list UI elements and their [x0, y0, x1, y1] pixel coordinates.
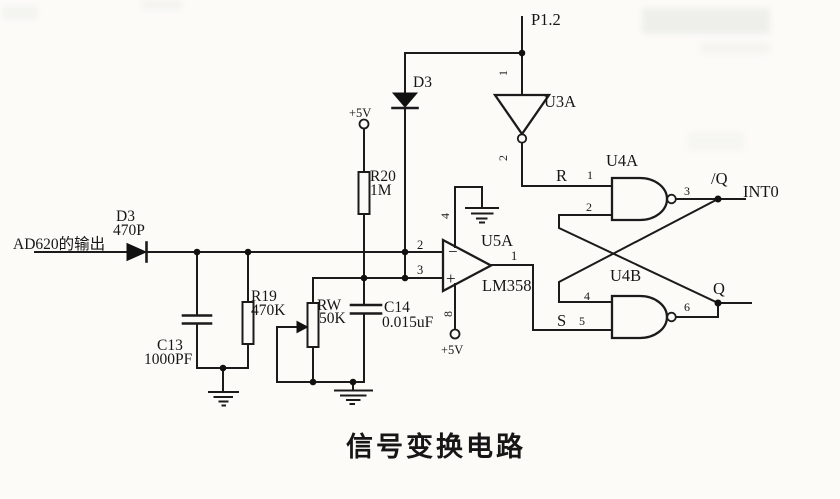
ground-right: [276, 381, 373, 405]
diagram-title: 信号变换电路: [346, 431, 526, 462]
u3a-ref: U3A: [544, 92, 576, 111]
u4b-pin6-number: 6: [684, 300, 690, 314]
u4b-pin4-number: 4: [584, 289, 590, 303]
c13-value: 1000PF: [144, 351, 193, 368]
u5a-ref: U5A: [481, 231, 513, 250]
junction-dot: [244, 248, 252, 256]
nand-bubble-icon: [666, 311, 677, 323]
u4a-pin1-number: 1: [587, 168, 593, 182]
qbar-label: /Q: [711, 169, 728, 188]
rw-wiper-arrow-icon: [296, 320, 309, 334]
opamp-u5a: − + 2 3 U5A LM358 4 8 +5V 1: [417, 186, 534, 357]
junction-dot: [193, 248, 201, 256]
nand-gate-body: [610, 176, 669, 222]
u5a-pin4-lead: [454, 186, 483, 248]
junction-dot: [401, 248, 409, 256]
junction-dot: [714, 195, 722, 203]
u4a-pin3-number: 3: [684, 184, 690, 198]
ground-opamp: [465, 186, 499, 224]
c13-ref: C13: [157, 337, 183, 354]
rw-value: 50K: [319, 310, 347, 327]
r20-body: [357, 171, 371, 215]
u4b-pin5-number: 5: [579, 314, 585, 328]
opamp-plus-sign: +: [446, 269, 456, 288]
u5a-part-number: LM358: [482, 276, 532, 295]
junction-dot: [219, 364, 227, 372]
vcc-terminal-icon: [358, 118, 370, 130]
nand-u4b: U4B 4 S 5 6 Q: [532, 197, 752, 340]
d3-series-ref: D3: [116, 208, 135, 225]
u4a-pin2-number: 2: [586, 200, 592, 214]
u5a-pin8-number: 8: [441, 311, 455, 317]
resistor-r20: +5V R20 1M: [349, 106, 396, 306]
cross-couple-q-to-pin2: [558, 214, 720, 305]
junction-dots: [193, 49, 722, 386]
junction-dot: [401, 274, 409, 282]
diode-d3-series: D3 470P: [113, 208, 148, 263]
diode-anode-triangle: [391, 92, 419, 108]
d3-series-value: 470P: [113, 222, 145, 239]
capacitor-c13: C13 1000PF: [144, 251, 213, 369]
u5a-pin4-number: 4: [438, 213, 452, 219]
u5a-output-wire: [490, 264, 534, 331]
r19-value: 470K: [251, 302, 286, 319]
nand-u4a: U4A R 1 2 3 /Q INT0: [521, 151, 779, 222]
r-net-label: R: [556, 166, 567, 185]
int0-label: INT0: [743, 182, 779, 201]
input-source-label: AD620的输出: [13, 235, 105, 253]
junction-dot: [360, 274, 368, 282]
capacitor-c14: C14 0.015uF: [349, 299, 434, 383]
c14-ref: C14: [384, 299, 410, 316]
u5a-pin2-number: 2: [417, 238, 423, 252]
p12-label: P1.2: [531, 10, 561, 29]
opamp-triangle: [441, 238, 494, 293]
vcc-terminal-icon: [449, 328, 461, 340]
inverter-triangle: [492, 93, 552, 137]
u3a-pin-out-number: 2: [496, 155, 510, 161]
r20-value: 1M: [370, 182, 392, 199]
u3a-pin-in-number: 1: [496, 70, 510, 76]
u4a-ref: U4A: [606, 151, 638, 170]
r19-ref: R19: [251, 288, 277, 305]
potentiometer-rw: RW 50K: [276, 277, 347, 383]
cross-couple-qbar-to-pin4: [558, 197, 720, 303]
r20-ref: R20: [370, 168, 396, 185]
junction-dot: [714, 299, 722, 307]
q-wire: [675, 302, 752, 318]
diode-anode-triangle: [126, 242, 148, 262]
vcc-opamp-label: +5V: [441, 343, 463, 357]
s-net-label: S: [557, 311, 566, 330]
junction-dot: [309, 378, 317, 386]
input-net: AD620的输出 D3 470P: [13, 208, 444, 263]
inverter-u3a: P1.2 1 U3A 2: [492, 10, 576, 187]
u5a-pin1-number: 1: [511, 249, 517, 263]
junction-dot: [518, 49, 526, 57]
resistor-r19: R19 470K: [241, 251, 286, 369]
nand-bubble-icon: [666, 193, 677, 205]
u4b-ref: U4B: [610, 266, 641, 285]
q-label: Q: [713, 279, 725, 298]
vcc-r20-label: +5V: [349, 106, 371, 120]
d3-shunt-ref: D3: [413, 74, 432, 91]
rw-ref: RW: [317, 297, 341, 314]
u5a-pin3-number: 3: [417, 263, 423, 277]
ground-left: [196, 367, 249, 407]
c14-value: 0.015uF: [382, 314, 434, 331]
nand-gate-body: [610, 294, 669, 340]
junction-dot: [349, 378, 357, 386]
inverter-bubble-icon: [516, 133, 528, 144]
opamp-minus-sign: −: [448, 242, 458, 261]
